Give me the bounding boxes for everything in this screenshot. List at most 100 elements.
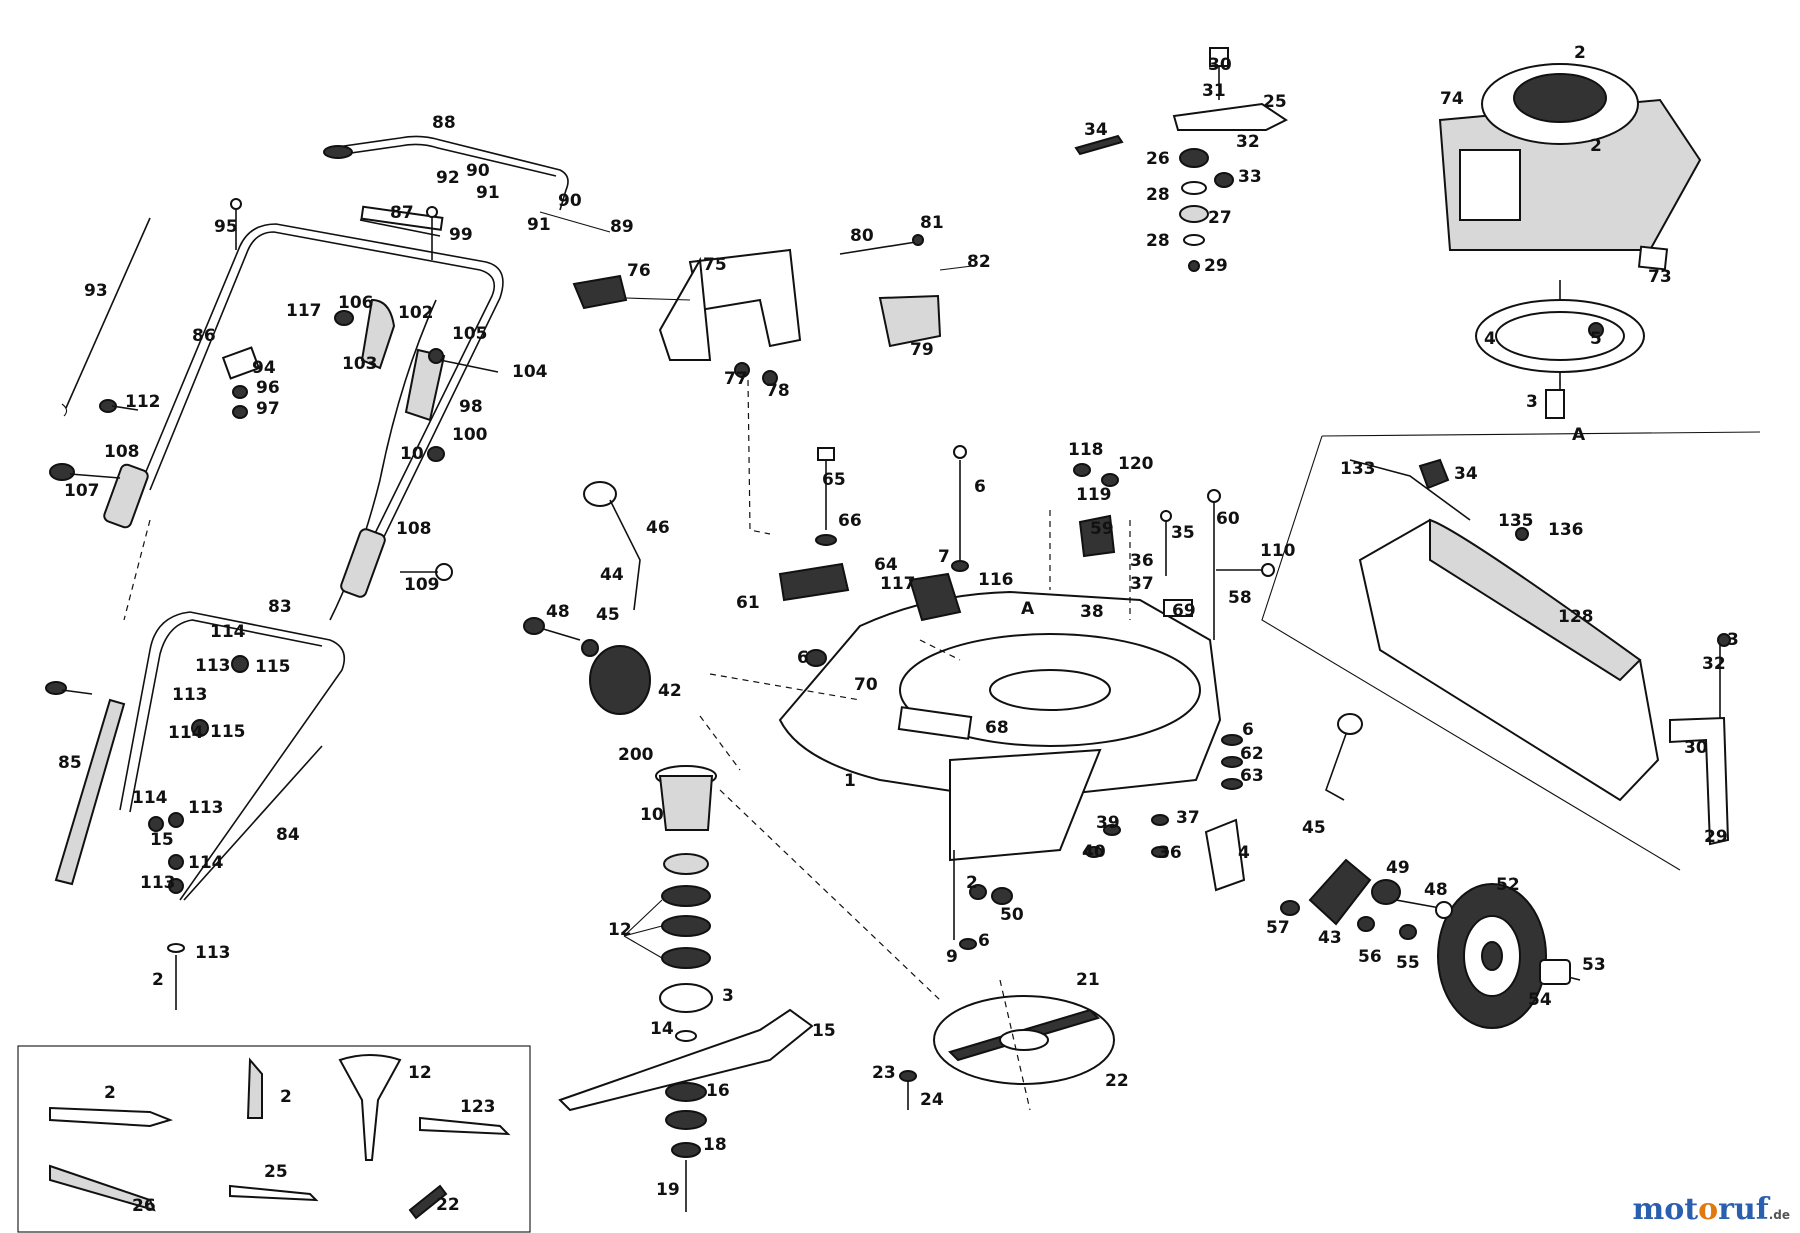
part-label: 27 — [1208, 208, 1232, 228]
part-label: 113 — [195, 943, 231, 963]
part-label: 114 — [210, 622, 246, 642]
part-label: 16 — [706, 1081, 730, 1101]
tools-inset — [17, 1045, 531, 1233]
part-label: 118 — [1068, 440, 1104, 460]
part-label: 57 — [1266, 918, 1290, 938]
part-label: 30 — [1684, 738, 1708, 758]
part-label: 7 — [938, 547, 950, 567]
part-label: 133 — [1340, 459, 1376, 479]
part-label: 100 — [452, 425, 488, 445]
part-label: 136 — [1548, 520, 1584, 540]
part-label: 32 — [1702, 654, 1726, 674]
part-label: A — [1021, 599, 1035, 619]
part-label: 97 — [256, 399, 280, 419]
part-label: 40 — [1082, 842, 1106, 862]
part-label: 34 — [1454, 464, 1478, 484]
lower-handle — [45, 519, 346, 1010]
part-label: 110 — [1260, 541, 1296, 561]
part-label: 119 — [1076, 485, 1112, 505]
part-label: 6 — [1242, 720, 1254, 740]
upper-handle-bar — [323, 135, 611, 233]
part-label: 113 — [195, 656, 231, 676]
part-label: 102 — [398, 303, 434, 323]
part-label: 93 — [84, 281, 108, 301]
part-label: 61 — [736, 593, 760, 613]
part-label: 54 — [1528, 990, 1552, 1010]
part-label: 2 — [104, 1083, 116, 1103]
part-label: 62 — [1240, 744, 1264, 764]
part-label: 6 — [978, 931, 990, 951]
part-label: 88 — [432, 113, 456, 133]
part-label: 91 — [476, 183, 500, 203]
part-label: 2 — [152, 970, 164, 990]
handle-clamps — [49, 298, 499, 598]
height-adjuster-stack — [1074, 47, 1288, 272]
grass-catcher-box — [1261, 431, 1761, 871]
part-label: 26 — [132, 1196, 156, 1216]
part-label: 10 — [400, 444, 424, 464]
part-label: 113 — [140, 873, 176, 893]
part-label: 44 — [600, 565, 624, 585]
part-label: 46 — [646, 518, 670, 538]
mulch-plate — [899, 979, 1115, 1111]
part-label: 30 — [1208, 55, 1232, 75]
part-label: 73 — [1648, 267, 1672, 287]
part-label: 34 — [1084, 120, 1108, 140]
part-label: 56 — [1358, 947, 1382, 967]
part-label: 115 — [255, 657, 291, 677]
part-label: 64 — [874, 555, 898, 575]
part-label: 18 — [703, 1135, 727, 1155]
part-label: 52 — [1496, 875, 1520, 895]
part-label: 29 — [1204, 256, 1228, 276]
part-label: 107 — [64, 481, 100, 501]
part-label: 113 — [188, 798, 224, 818]
part-label: 1 — [844, 771, 856, 791]
part-label: 70 — [854, 675, 878, 695]
part-label: 116 — [978, 570, 1014, 590]
part-label: 86 — [192, 326, 216, 346]
part-label: 33 — [1238, 167, 1262, 187]
part-label: 35 — [1171, 523, 1195, 543]
main-handle — [139, 198, 504, 583]
part-label: 128 — [1558, 607, 1594, 627]
part-label: 6 — [797, 648, 809, 668]
part-label: 38 — [1080, 602, 1104, 622]
rear-wheel — [1280, 713, 1581, 1029]
part-label: 65 — [822, 470, 846, 490]
part-label: 99 — [449, 225, 473, 245]
part-label: 48 — [1424, 880, 1448, 900]
part-label: 32 — [1236, 132, 1260, 152]
part-label: 3 — [722, 986, 734, 1006]
part-label: 49 — [1386, 858, 1410, 878]
mower-deck — [709, 445, 1275, 1001]
part-label: 22 — [436, 1195, 460, 1215]
part-label: 3 — [1727, 630, 1739, 650]
part-label: 120 — [1118, 454, 1154, 474]
part-label: 108 — [396, 519, 432, 539]
part-label: 108 — [104, 442, 140, 462]
blade-adapter-stack — [558, 715, 814, 1212]
part-label: 10 — [640, 805, 664, 825]
part-label: 29 — [1704, 827, 1728, 847]
part-label: 115 — [210, 722, 246, 742]
part-label: 114 — [168, 723, 204, 743]
part-label: 75 — [703, 255, 727, 275]
part-label: 50 — [1000, 905, 1024, 925]
part-label: 55 — [1396, 953, 1420, 973]
part-label: 69 — [1172, 601, 1196, 621]
part-label: 90 — [558, 191, 582, 211]
part-label: 76 — [627, 261, 651, 281]
center-bolt-stack — [953, 850, 1013, 950]
part-label: A — [1572, 425, 1586, 445]
part-label: 95 — [214, 217, 238, 237]
watermark-part1: mot — [1632, 1192, 1699, 1227]
part-label: 98 — [459, 397, 483, 417]
motoruf-watermark: motoruf.de — [1633, 1192, 1790, 1227]
control-cable — [61, 217, 437, 621]
part-label: 4 — [1484, 329, 1496, 349]
part-label: 36 — [1158, 843, 1182, 863]
part-label: 39 — [1096, 813, 1120, 833]
part-label: 78 — [766, 381, 790, 401]
